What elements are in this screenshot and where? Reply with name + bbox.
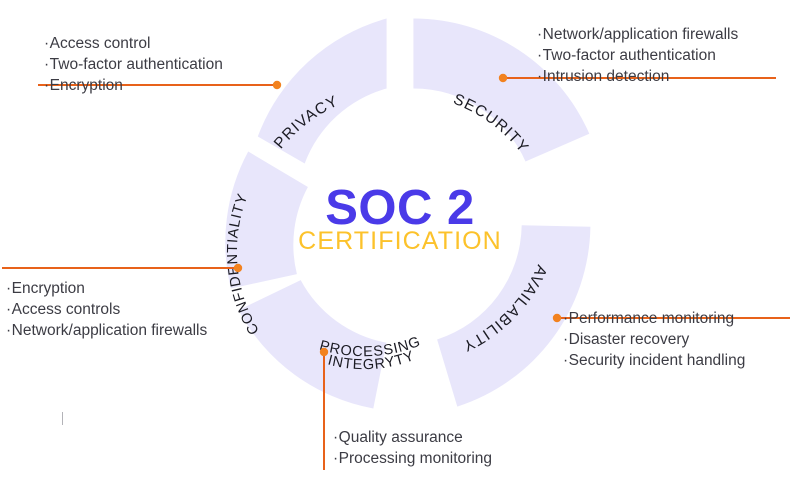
leader-dot-privacy <box>272 80 282 90</box>
leader-security <box>498 73 776 83</box>
callout-processing-integrity-item-0-text: Quality assurance <box>338 429 463 446</box>
callout-security-item-2-text: Intrusion detection <box>542 68 670 85</box>
callout-privacy-item-1: ·Two-factor authentication <box>44 54 223 75</box>
bullet-glyph: · <box>563 352 569 369</box>
center-title: SOC 2 <box>325 181 475 235</box>
callout-availability-item-0-text: Performance monitoring <box>568 310 735 327</box>
callout-privacy-item-0: ·Access control <box>44 33 223 54</box>
center-text-group: SOC 2 CERTIFICATION <box>298 181 502 255</box>
bullet-glyph: · <box>44 35 50 52</box>
callout-privacy-item-0-text: Access control <box>49 35 151 52</box>
callout-confidentiality-item-0: ·Encryption <box>6 278 207 299</box>
callout-availability-item-1-text: Disaster recovery <box>568 331 690 348</box>
bullet-glyph: · <box>6 322 12 339</box>
callout-confidentiality-item-2: ·Network/application firewalls <box>6 320 207 341</box>
leader-dot-processing-integrity <box>319 347 329 357</box>
bullet-glyph: · <box>6 280 12 297</box>
callout-security-item-0-text: Network/application firewalls <box>542 26 739 43</box>
callout-security-item-2: ·Intrusion detection <box>537 66 738 87</box>
callout-confidentiality: ·Encryption ·Access controls ·Network/ap… <box>6 278 207 341</box>
callout-availability-item-2: ·Security incident handling <box>563 350 745 371</box>
bullet-glyph: · <box>333 429 339 446</box>
bullet-glyph: · <box>44 77 50 94</box>
callout-processing-integrity-item-0: ·Quality assurance <box>333 427 492 448</box>
callout-confidentiality-item-0-text: Encryption <box>11 280 85 297</box>
bullet-glyph: · <box>563 331 569 348</box>
callout-processing-integrity-item-1: ·Processing monitoring <box>333 448 492 469</box>
callout-privacy-item-2-text: Encryption <box>49 77 123 94</box>
callout-security: ·Network/application firewalls ·Two-fact… <box>537 24 738 87</box>
segment-processing-integrity[interactable] <box>238 280 387 409</box>
segment-privacy[interactable] <box>257 18 387 164</box>
leader-confidentiality <box>2 263 243 273</box>
bullet-glyph: · <box>44 56 50 73</box>
callout-availability-item-2-text: Security incident handling <box>568 352 746 369</box>
bullet-glyph: · <box>537 68 543 85</box>
leader-dot-confidentiality <box>233 263 243 273</box>
callout-confidentiality-item-1-text: Access controls <box>11 301 121 318</box>
callout-confidentiality-item-2-text: Network/application firewalls <box>11 322 208 339</box>
center-subtitle: CERTIFICATION <box>298 227 502 255</box>
callout-security-item-1-text: Two-factor authentication <box>542 47 716 64</box>
callout-security-item-0: ·Network/application firewalls <box>537 24 738 45</box>
bullet-glyph: · <box>537 47 543 64</box>
segment-confidentiality[interactable] <box>225 151 308 289</box>
bullet-glyph: · <box>563 310 569 327</box>
callout-privacy: ·Access control ·Two-factor authenticati… <box>44 33 223 96</box>
leader-dot-availability <box>552 313 562 323</box>
callout-privacy-item-1-text: Two-factor authentication <box>49 56 223 73</box>
leader-processing-integrity <box>319 347 329 470</box>
bullet-glyph: · <box>333 450 339 467</box>
leader-availability <box>552 313 790 323</box>
callout-privacy-item-2: ·Encryption <box>44 75 223 96</box>
stray-tick-artifact <box>62 412 63 425</box>
segment-security[interactable] <box>413 18 590 162</box>
leader-lines <box>2 73 790 470</box>
callout-availability-item-0: ·Performance monitoring <box>563 308 745 329</box>
callout-availability: ·Performance monitoring ·Disaster recove… <box>563 308 745 371</box>
callout-processing-integrity-item-1-text: Processing monitoring <box>338 450 493 467</box>
callout-security-item-1: ·Two-factor authentication <box>537 45 738 66</box>
callout-confidentiality-item-1: ·Access controls <box>6 299 207 320</box>
callout-processing-integrity: ·Quality assurance ·Processing monitorin… <box>333 427 492 469</box>
callout-availability-item-1: ·Disaster recovery <box>563 329 745 350</box>
bullet-glyph: · <box>6 301 12 318</box>
leader-privacy <box>38 80 282 90</box>
donut-segments <box>225 18 591 409</box>
segment-availability[interactable] <box>437 225 591 407</box>
leader-dot-security <box>498 73 508 83</box>
bullet-glyph: · <box>537 26 543 43</box>
